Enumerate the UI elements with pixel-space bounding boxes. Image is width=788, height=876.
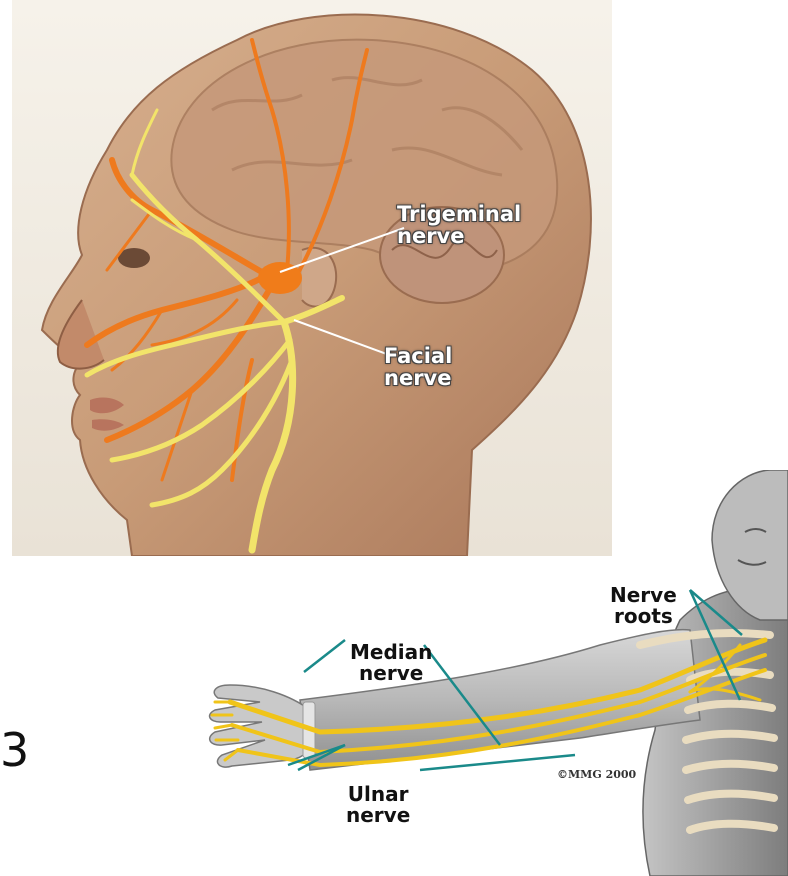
facial-label-line1: Facial (384, 345, 452, 367)
margin-glyph: 3 (0, 727, 29, 773)
trigeminal-nerve-label: Trigeminal nerve (397, 203, 521, 247)
nerve-roots-label-line2: roots (610, 606, 677, 627)
ulnar-label-line1: Ulnar (346, 784, 410, 805)
nerve-roots-label-line1: Nerve (610, 585, 677, 606)
median-nerve-label: Median nerve (350, 642, 432, 684)
trigeminal-label-line2: nerve (397, 225, 521, 247)
nerve-roots-label: Nerve roots (610, 585, 677, 627)
facial-nerve-label: Facial nerve (384, 345, 452, 389)
median-label-line2: nerve (350, 663, 432, 684)
median-label-line1: Median (350, 642, 432, 663)
trigeminal-label-line1: Trigeminal (397, 203, 521, 225)
ulnar-nerve-label: Ulnar nerve (346, 784, 410, 826)
ulnar-label-line2: nerve (346, 805, 410, 826)
facial-label-line2: nerve (384, 367, 452, 389)
copyright-notice: ©MMG 2000 (557, 768, 636, 781)
